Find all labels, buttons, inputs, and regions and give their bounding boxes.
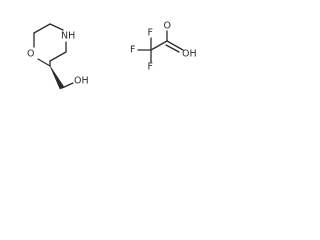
atom-label-f-left: F (130, 45, 135, 56)
bond-c5-c6 (33, 23, 51, 34)
bond-carbonyl-b (165, 44, 180, 53)
bond-c2-c3 (49, 51, 67, 62)
chemical-structure-diagram: NH O OH F F F O OH (27, 21, 197, 90)
bond-ch2-oh (61, 82, 74, 89)
atom-label-o-ring: O (27, 49, 34, 60)
atom-label-f-bottom: F (148, 62, 153, 73)
bond-o-c2 (37, 58, 51, 67)
morpholine-ring (33, 23, 67, 67)
bond-n-c5 (49, 23, 64, 31)
bond-carbonyl-a (166, 40, 184, 51)
trifluoroacetic-acid (137, 30, 184, 63)
atom-label-nh: NH (61, 31, 75, 42)
stereo-wedge-bond (49, 65, 65, 90)
atom-label-oh: OH (74, 76, 89, 87)
atom-label-f-top: F (148, 28, 153, 39)
atom-label-oh-acid: OH (182, 49, 197, 60)
bond-cf3-carboxyl (150, 40, 168, 51)
atom-label-o-carbonyl: O (164, 21, 171, 32)
